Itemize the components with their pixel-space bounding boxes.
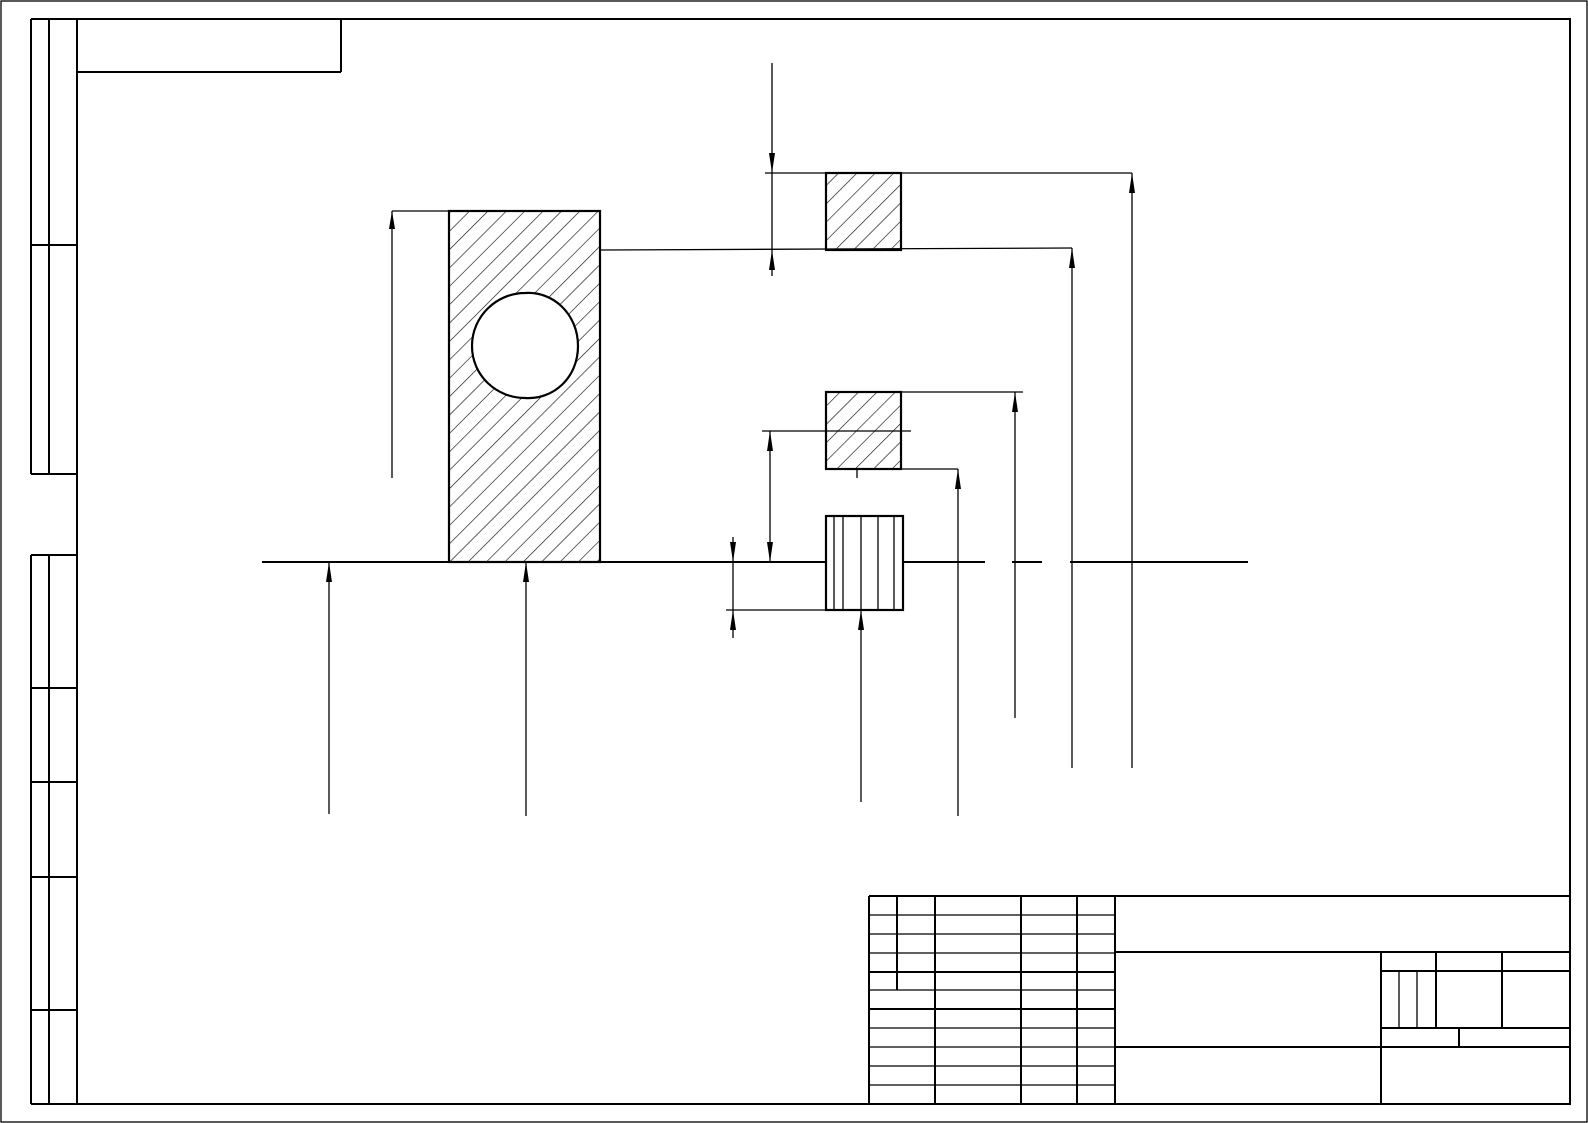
side-view-block	[824, 514, 905, 612]
left-margin-strips	[30, 18, 77, 1105]
top-left-designation-box	[77, 19, 342, 73]
dimension-arrows	[326, 153, 1135, 630]
section-upper-square	[824, 171, 903, 252]
bore-circle	[470, 291, 580, 400]
drawing-frame	[76, 18, 1571, 1105]
section-block	[447, 209, 602, 564]
title-block-sheet-cells	[1398, 971, 1418, 1028]
title-block	[868, 895, 1570, 1104]
title-block-rows	[869, 914, 1115, 1086]
title-block-heavy-rows	[869, 951, 1570, 1104]
